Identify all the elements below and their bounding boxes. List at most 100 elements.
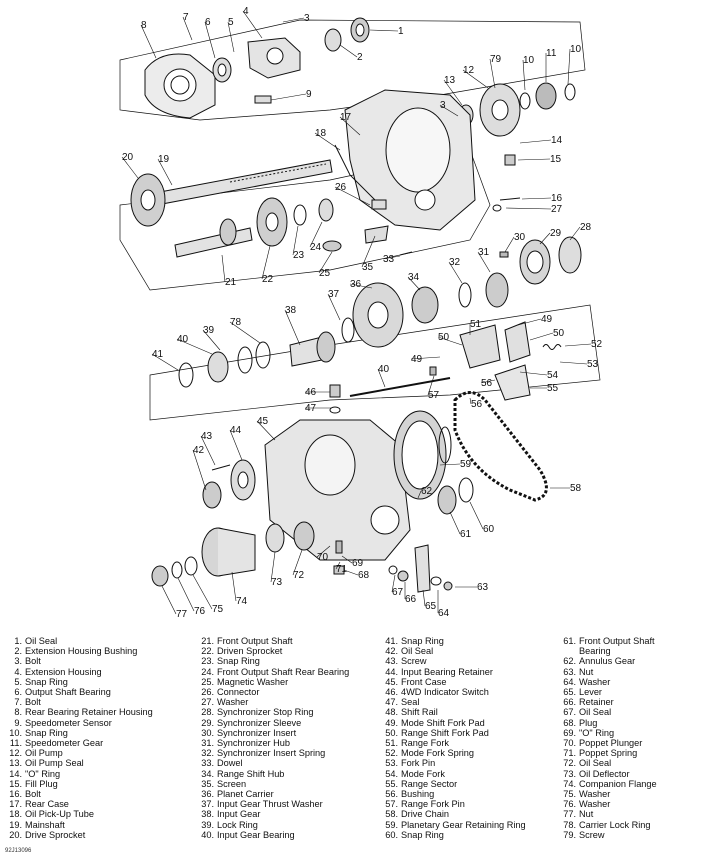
legend-item: 48.Shift Rail [380,707,550,717]
callout-number: 63 [477,582,489,593]
legend-item-label: Synchronizer Hub [217,738,291,749]
legend-item-number: 74. [563,778,576,789]
legend-item: 71.Poppet Spring [558,748,725,758]
legend-item: 20.Drive Sprocket [4,830,174,840]
range-shift-hub [411,286,439,324]
callout-leader [339,116,361,136]
legend-item: 5.Snap Ring [4,677,174,687]
legend-item-number: 72. [563,758,576,769]
legend-item-label: Extension Housing Bushing [25,646,138,657]
callout-number: 52 [591,339,603,350]
legend-item-number: 9. [14,717,22,728]
callout-number: 47 [305,403,317,414]
legend-item-number: 63. [563,666,576,677]
oil-seal-67 [388,565,398,575]
legend-item-number: 79. [563,829,576,840]
legend-item: 22.Driven Sprocket [196,646,366,656]
callout-leader [192,574,213,610]
legend-item-number: 7. [14,697,22,708]
callout-number: 65 [425,601,437,612]
mainshaft [159,159,333,205]
legend-item: 9.Speedometer Sensor [4,718,174,728]
legend-item-number: 21. [201,636,214,646]
legend-item: 42.Oil Seal [380,646,550,656]
callout-leader [282,17,305,23]
rear-case [344,89,476,231]
callout-leader [140,24,157,59]
oil-seal-top [350,17,370,43]
callout-number: 51 [470,319,482,330]
fill-plug [504,154,516,166]
legend-item-label: Synchronizer Stop Ring [217,707,314,718]
synchronizer-insert-spring [458,282,472,308]
legend-item-number: 40. [201,829,214,840]
legend-item-number: 50. [385,727,398,738]
callout-leader [448,261,463,284]
rear-bearing-retainer-housing [144,53,216,119]
mode-fork-spring [542,344,562,350]
legend-item-number: 29. [201,717,214,728]
legend-item: 53.Fork Pin [380,758,550,768]
callout-number: 60 [483,524,495,535]
callout-number: 36 [350,279,362,290]
legend-item-label: "O" Ring [25,768,61,779]
figure-code: 92J13096 [5,848,32,854]
synchronizer-insert [499,251,509,258]
callout-leader [327,293,341,321]
legend-item-number: 3. [14,656,22,667]
diagram-canvas: 1234567891011121331415161718192021222324… [119,6,603,620]
legend-item-label: Drive Chain [401,809,449,820]
callout-number: 69 [352,558,364,569]
planet-carrier [352,282,404,348]
legend-item-number: 27. [201,697,214,708]
legend-item-label: Rear Case [25,799,69,810]
callout-number: 26 [335,182,347,193]
legend-item: 10.Snap Ring [4,728,174,738]
legend-item-number: 23. [201,656,214,667]
callout-leader [256,420,276,441]
legend-item-number: 32. [201,748,214,759]
callout-number: 41 [152,349,164,360]
snap-ring-23 [293,204,307,226]
legend-item-number: 60. [385,829,398,840]
legend-item-label: Dowel [217,758,243,769]
legend-item-number: 48. [385,707,398,718]
legend-item-number: 20. [9,829,22,840]
extension-housing [247,37,301,79]
legend-item-number: 16. [9,789,22,800]
callout-number: 21 [225,277,237,288]
legend-item-label: Fork Pin [401,758,436,769]
legend-item: 21.Front Output Shaft [196,636,366,646]
callout-number: 37 [328,289,340,300]
legend-item-number: 26. [201,687,214,698]
oil-pickup-tube [334,144,381,206]
legend-item-number: 42. [385,646,398,657]
callout-leader [270,93,307,101]
callout-leader [382,255,401,260]
legend-item-label: Snap Ring [401,829,444,840]
callout-leader [121,156,139,179]
callout-number: 50 [438,332,450,343]
legend-item: 40.Input Gear Bearing [196,830,366,840]
legend-item-label: Companion Flange [579,778,657,789]
legend-item-number: 43. [385,656,398,667]
legend-item-label: 4WD Indicator Switch [401,687,489,698]
snap-ring-60 [458,477,474,503]
legend-item: 12.Oil Pump [4,748,174,758]
legend-item-number: 11. [9,738,22,749]
legend-item-label: Planetary Gear Retaining Ring [401,819,526,830]
legend-item-label: Synchronizer Insert [217,727,297,738]
legend-item-label: Nut [579,666,594,677]
callout-leader [192,449,207,491]
legend-item: 59.Planetary Gear Retaining Ring [380,820,550,830]
snap-ring-top-b [564,83,576,101]
callout-number: 2 [357,52,363,63]
callout-leader [349,283,373,289]
legend-item-label: Oil Seal [579,758,612,769]
legend-item-label: Front Output Shaft [579,636,655,646]
callout-number: 1 [398,26,404,37]
callout-number: 73 [271,577,283,588]
legend-item: 78.Carrier Lock Ring [558,820,725,830]
callout-number: 75 [212,604,224,615]
